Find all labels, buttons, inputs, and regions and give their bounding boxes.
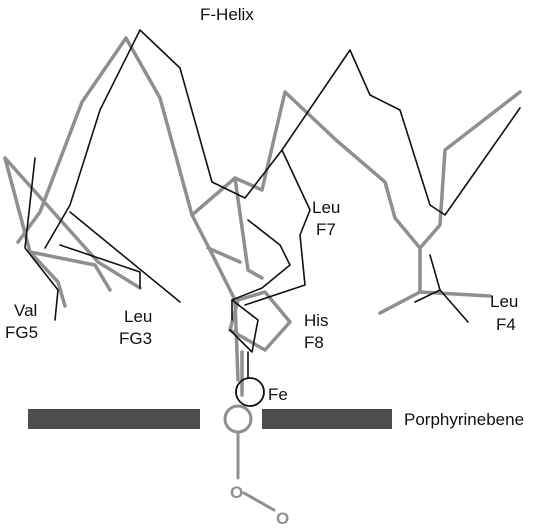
dark-leu-f7-sidechain [231,219,291,321]
fe-atom-gray [223,404,253,434]
label-his-f8-pos: F8 [304,333,324,352]
porphyrin-plane-left [28,409,200,429]
gray-leu-f7-sidechain [233,176,264,280]
gray-helix-main [16,36,522,250]
dark-left-inner [69,211,181,303]
porphyrin-plane-right [262,409,392,429]
gray-backbone-trace [3,36,522,397]
fe-atom [235,377,265,407]
title-f-helix: F-Helix [200,5,254,24]
label-fe: Fe [268,385,288,404]
gray-left-inner [3,156,142,290]
label-leu-f4-name: Leu [490,292,518,311]
label-leu-f7-name: Leu [312,198,340,217]
dark-leu-f4-sidechain [429,254,469,323]
label-val-fg5-name: Val [14,301,37,320]
label-leu-f4-pos: F4 [496,315,516,334]
dark-val-fg5-sidechain [24,157,59,321]
gray-short-stub [206,246,242,264]
label-porphyrin-plane: Porphyrinebene [404,410,524,429]
label-leu-fg3-name: Leu [124,307,152,326]
dark-fg3-branch [59,244,141,289]
dark-helix-right [281,49,521,216]
oxygen-chain [223,404,276,512]
o-o-bond [242,491,276,512]
gray-fg5-branch [28,250,112,292]
label-oxygen-1: O [230,483,243,502]
dark-backbone-trace [24,29,521,379]
label-leu-fg3-pos: FG3 [119,329,152,348]
label-leu-f7-pos: F7 [316,220,336,239]
label-his-f8-name: His [304,311,329,330]
gray-val-fg5-sidechain [3,156,67,308]
label-oxygen-2: O [276,509,289,528]
gray-leu-f4-sidechain [378,246,422,315]
dark-helix-main [44,29,311,306]
gray-his-ring [228,290,292,352]
dark-f4-branch [414,289,441,303]
dark-his-ring [229,299,259,353]
label-val-fg5-pos: FG5 [5,323,38,342]
gray-leu-f4-branch [418,290,492,298]
gray-crossover [190,213,240,382]
